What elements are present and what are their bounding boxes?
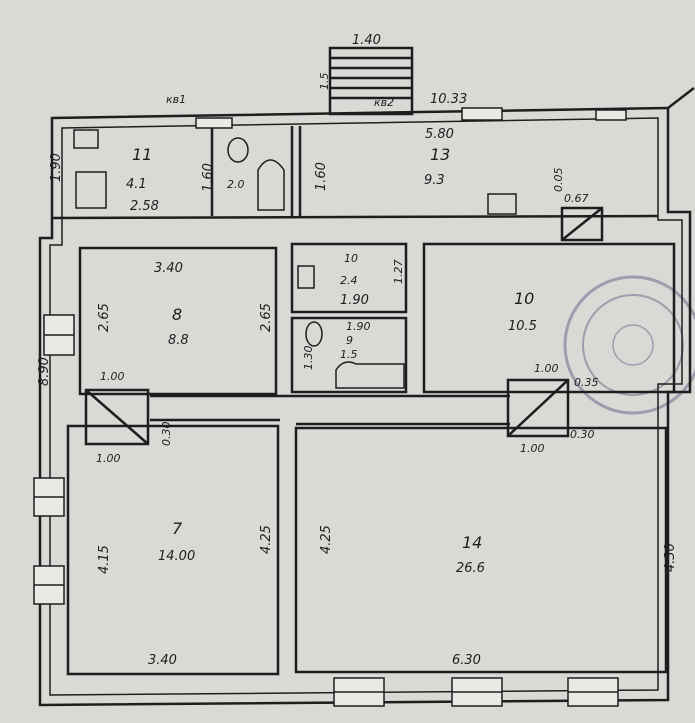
room-10top-number: 10 <box>344 252 358 265</box>
room-8-right-h: 2.65 <box>259 303 274 332</box>
room-13-number: 13 <box>430 145 450 164</box>
room-7-left-h: 4.15 <box>97 545 112 574</box>
room-11-number: 11 <box>132 145 152 164</box>
cooker-icon <box>75 171 107 209</box>
room-14-number: 14 <box>462 533 482 552</box>
bathtub-icon-2 <box>335 361 405 389</box>
bathtub-icon <box>257 159 285 211</box>
room-8-area: 8.8 <box>168 333 189 348</box>
room-7-right-h: 4.25 <box>259 525 274 554</box>
room-9-height: 1.30 <box>302 346 315 371</box>
toilet-icon <box>227 137 249 163</box>
room-8-number: 8 <box>172 305 182 324</box>
room-14-width: 6.30 <box>452 653 481 668</box>
room-14-right-h: 4.30 <box>663 543 678 572</box>
room-10top-side: 1.27 <box>392 260 405 285</box>
porch-depth-label: 1.5 <box>318 73 331 91</box>
room-13-dim-b: 0.67 <box>564 192 589 205</box>
official-stamp <box>563 275 695 415</box>
room-9-width: 1.90 <box>346 320 371 333</box>
room-12-height: 1.60 <box>314 162 329 191</box>
room-11-width: 2.58 <box>130 199 159 214</box>
room-11-area: 4.1 <box>126 177 147 192</box>
toilet-icon-2 <box>305 321 323 347</box>
room-8-left-h: 2.65 <box>97 303 112 332</box>
left-stairs-top: 1.00 <box>100 370 125 383</box>
room-10top-area: 2.4 <box>340 274 358 287</box>
porch-width-label: 1.40 <box>352 33 381 48</box>
total-width-label: 10.33 <box>430 92 467 107</box>
sink-icon-2 <box>297 265 315 289</box>
stove-icon <box>73 129 99 149</box>
sink-icon <box>487 193 517 215</box>
room-10-area: 10.5 <box>508 319 537 334</box>
room-11-height: 1.60 <box>201 163 216 192</box>
room-14-left-h: 4.25 <box>319 525 334 554</box>
right-stairs-dim-top: 0.35 <box>574 376 599 389</box>
right-stairs-dim-bottom: 0.30 <box>570 428 595 441</box>
room-9-area: 1.5 <box>340 348 358 361</box>
windows <box>33 107 627 707</box>
walls <box>38 46 695 707</box>
room-7-area: 14.00 <box>158 549 195 564</box>
fixtures <box>73 129 517 389</box>
room-14-area: 26.6 <box>456 561 485 576</box>
room-9-number: 9 <box>346 334 353 347</box>
room-10top-width: 1.90 <box>340 293 369 308</box>
left-stairs-bottom: 1.00 <box>96 452 121 465</box>
room-7-number: 7 <box>172 519 183 538</box>
overall-left-height: 8.90 <box>37 357 52 386</box>
room-12-area: 2.0 <box>227 178 245 191</box>
room-13-area: 9.3 <box>424 173 445 188</box>
room-13-dim-a: 0.05 <box>552 168 565 193</box>
kv2-label: кв2 <box>374 96 394 109</box>
room-10-number: 10 <box>514 289 534 308</box>
left-height-label: 1.90 <box>49 153 64 182</box>
room-7-top-dim: 0.30 <box>160 422 173 447</box>
room-13-width: 5.80 <box>425 127 454 142</box>
room-8-width: 3.40 <box>154 261 183 276</box>
right-stairs-bottom: 1.00 <box>520 442 545 455</box>
kv1-label: кв1 <box>166 93 186 106</box>
right-stairs-top: 1.00 <box>534 362 559 375</box>
room-7-width: 3.40 <box>148 653 177 668</box>
